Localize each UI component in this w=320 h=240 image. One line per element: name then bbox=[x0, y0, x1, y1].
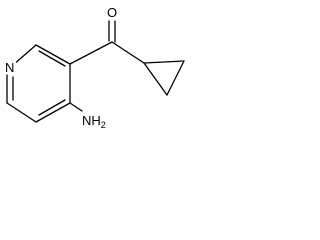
bond-cp-1 bbox=[143, 60, 185, 64]
amine-label-subscript: 2 bbox=[101, 120, 106, 130]
bond-c5-c6 bbox=[6, 102, 37, 123]
carbonyl-oxygen-label: O bbox=[107, 5, 117, 20]
bond-c2-c3-inner bbox=[38, 50, 66, 67]
bond-c2-c3 bbox=[35, 44, 71, 65]
cyclopropane-ring bbox=[143, 60, 185, 96]
amine-label-main: NH bbox=[82, 113, 101, 128]
ring-nitrogen-label: N bbox=[5, 60, 14, 75]
substituents bbox=[69, 20, 145, 112]
bond-c3-carbonyl bbox=[69, 41, 113, 65]
bond-carbonyl-cyclopropyl bbox=[111, 41, 145, 64]
amine-label: NH2 bbox=[82, 113, 106, 130]
bond-cp-2 bbox=[166, 60, 185, 96]
pyridine-ring bbox=[6, 44, 71, 123]
bond-c4-amine bbox=[69, 102, 83, 112]
bond-c4-c5 bbox=[35, 102, 71, 123]
bond-n1-c2 bbox=[15, 44, 37, 63]
bond-c4-c5-inner bbox=[38, 99, 66, 116]
bond-cp-3 bbox=[143, 62, 168, 96]
structure-diagram: N O NH2 bbox=[5, 5, 185, 130]
